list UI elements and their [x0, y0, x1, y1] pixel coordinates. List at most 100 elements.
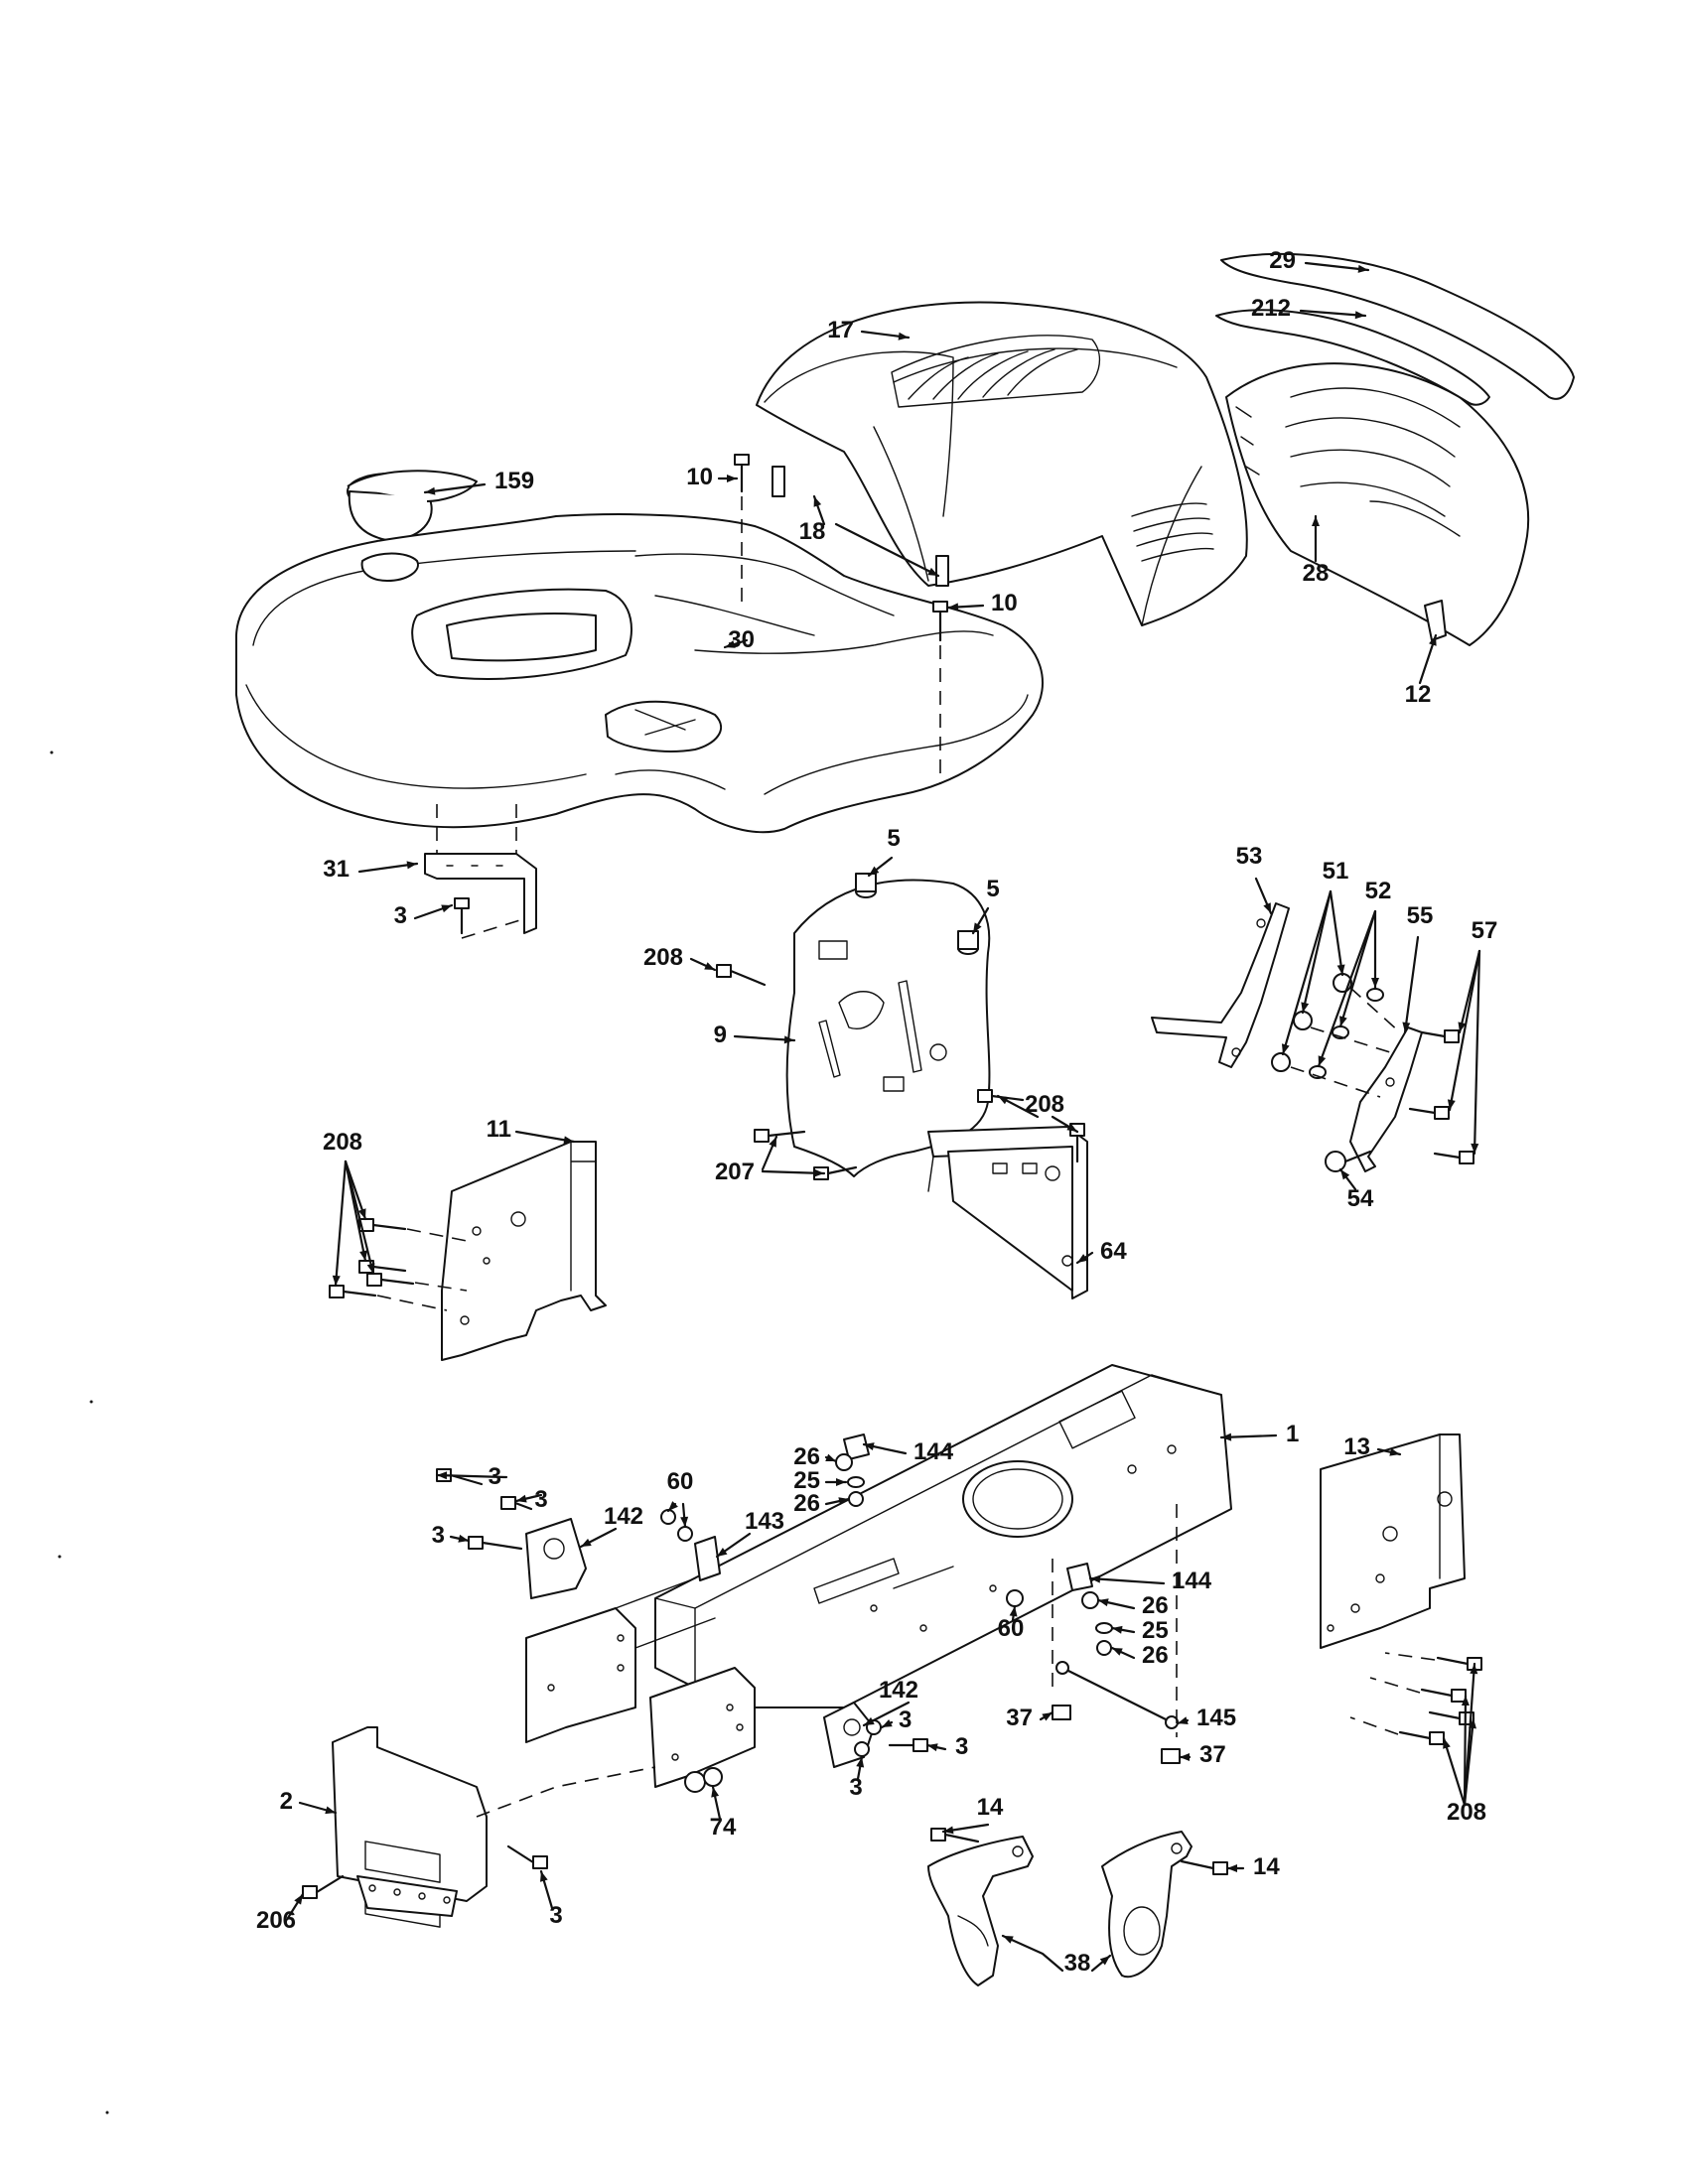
leader-arrowhead	[882, 1718, 893, 1727]
nut-part-5a	[855, 873, 877, 898]
leader-arrowhead	[366, 1263, 375, 1274]
leader-arrowhead	[1009, 1606, 1018, 1617]
leader-arrowhead	[973, 922, 982, 933]
bolts-part-60-upper	[660, 1509, 693, 1542]
callout-label: 26	[1142, 1592, 1169, 1619]
leader-arrowhead	[1077, 1254, 1088, 1263]
callout-144: 144	[1088, 1568, 1212, 1594]
stray-mark-2	[89, 1400, 93, 1404]
callout-label: 25	[793, 1467, 820, 1494]
bolt-part-10a	[734, 454, 750, 606]
bolt-part-3-fender	[454, 897, 527, 939]
leader-line	[1304, 261, 1370, 272]
leader-line	[1299, 309, 1367, 318]
callout-label: 3	[955, 1733, 968, 1760]
pedal-bracket-part-55	[1349, 1026, 1423, 1172]
leader-line	[1463, 1716, 1475, 1807]
callout-26: 26	[793, 1443, 838, 1470]
callout-144: 144	[862, 1438, 954, 1465]
leader-arrowhead	[406, 861, 417, 870]
callout-label: 13	[1343, 1433, 1370, 1460]
callout-label: 30	[728, 626, 755, 653]
leader-arrowhead	[540, 1871, 548, 1882]
callout-3: 3	[925, 1733, 968, 1760]
leader-line	[761, 1169, 826, 1175]
callout-label: 3	[489, 1463, 501, 1490]
callout-label: 144	[1172, 1568, 1212, 1594]
nuts-part-51	[1271, 973, 1352, 1072]
callout-label: 74	[710, 1814, 737, 1841]
leader-arrowhead	[898, 332, 909, 341]
leader-arrowhead	[838, 1497, 849, 1506]
callout-label: 52	[1365, 878, 1392, 904]
bracket-part-142-upper	[525, 1518, 587, 1599]
leader-arrowhead	[1281, 1043, 1290, 1054]
leader-arrowhead	[704, 962, 715, 970]
callout-label: 37	[1199, 1741, 1226, 1768]
callout-label: 207	[715, 1159, 755, 1185]
trim-part-212	[1215, 309, 1490, 406]
leader-line	[344, 1160, 375, 1276]
callout-label: 64	[1100, 1238, 1127, 1265]
callout-3: 3	[514, 1486, 548, 1513]
washers-part-52	[1309, 988, 1384, 1079]
bolts-part-3-upper	[436, 1468, 533, 1551]
callout-label: 3	[849, 1774, 862, 1801]
bracket-part-31	[424, 804, 537, 934]
bolt-part-3-front	[506, 1844, 548, 1869]
callout-10: 10	[686, 464, 739, 490]
callout-label: 11	[487, 1116, 511, 1143]
callout-26: 26	[1110, 1642, 1169, 1669]
leader-arrowhead	[769, 1137, 776, 1148]
leader-arrowhead	[1461, 1696, 1470, 1706]
leader-arrowhead	[717, 1548, 728, 1557]
callout-37: 37	[1006, 1705, 1054, 1731]
callout-31: 31	[323, 856, 419, 883]
callout-label: 3	[432, 1522, 445, 1549]
leader-arrowhead	[1178, 1716, 1189, 1724]
callout-label: 55	[1407, 902, 1434, 929]
hood-part-17	[756, 301, 1248, 626]
leader-arrowhead	[1447, 1099, 1456, 1110]
hood-bracket-18	[772, 466, 785, 497]
leader-arrowhead	[1340, 1169, 1350, 1180]
leader-arrowhead	[1468, 1718, 1476, 1729]
leader-arrowhead	[836, 1478, 846, 1486]
callout-10: 10	[946, 590, 1018, 616]
leader-arrowhead	[727, 475, 737, 482]
callout-57: 57	[1447, 917, 1497, 1156]
left-frame-plate	[525, 1577, 716, 1743]
callout-label: 3	[394, 902, 407, 929]
leader-arrowhead	[1112, 1648, 1123, 1656]
leader-arrowhead	[1357, 264, 1368, 273]
callout-51: 51	[1281, 858, 1348, 1056]
leader-line	[1448, 949, 1481, 1112]
callout-54: 54	[1338, 1167, 1374, 1212]
callout-label: 208	[1447, 1799, 1486, 1826]
callout-label: 3	[899, 1706, 912, 1733]
callout-label: 53	[1236, 843, 1263, 870]
callout-143: 143	[715, 1508, 784, 1559]
leader-arrowhead	[1318, 1055, 1327, 1066]
leader-arrowhead	[1354, 311, 1365, 320]
side-plate-part-13	[1320, 1433, 1466, 1649]
bolt-part-60-lower	[1006, 1589, 1024, 1607]
axle-bracket-part-38a	[927, 1836, 1034, 1986]
leader-line	[334, 1160, 348, 1288]
fender-pan-part-30	[235, 513, 1044, 834]
leader-arrowhead	[869, 866, 880, 876]
callout-label: 2	[280, 1788, 293, 1815]
leader-line	[1301, 889, 1333, 1015]
hardware-144-26-25-lower	[1066, 1563, 1113, 1656]
leader-line	[1442, 1736, 1467, 1807]
leader-arrowhead	[813, 1168, 824, 1177]
dash-panel-part-9	[785, 879, 991, 1177]
leader-arrowhead	[927, 1743, 938, 1752]
bracket-part-142-lower	[823, 1702, 875, 1768]
leader-arrowhead	[1066, 1123, 1077, 1132]
leader-arrowhead	[1221, 1433, 1232, 1441]
hood-bracket-18b	[935, 555, 949, 587]
callout-208: 208	[323, 1129, 375, 1288]
side-plate-part-11	[441, 1141, 607, 1361]
